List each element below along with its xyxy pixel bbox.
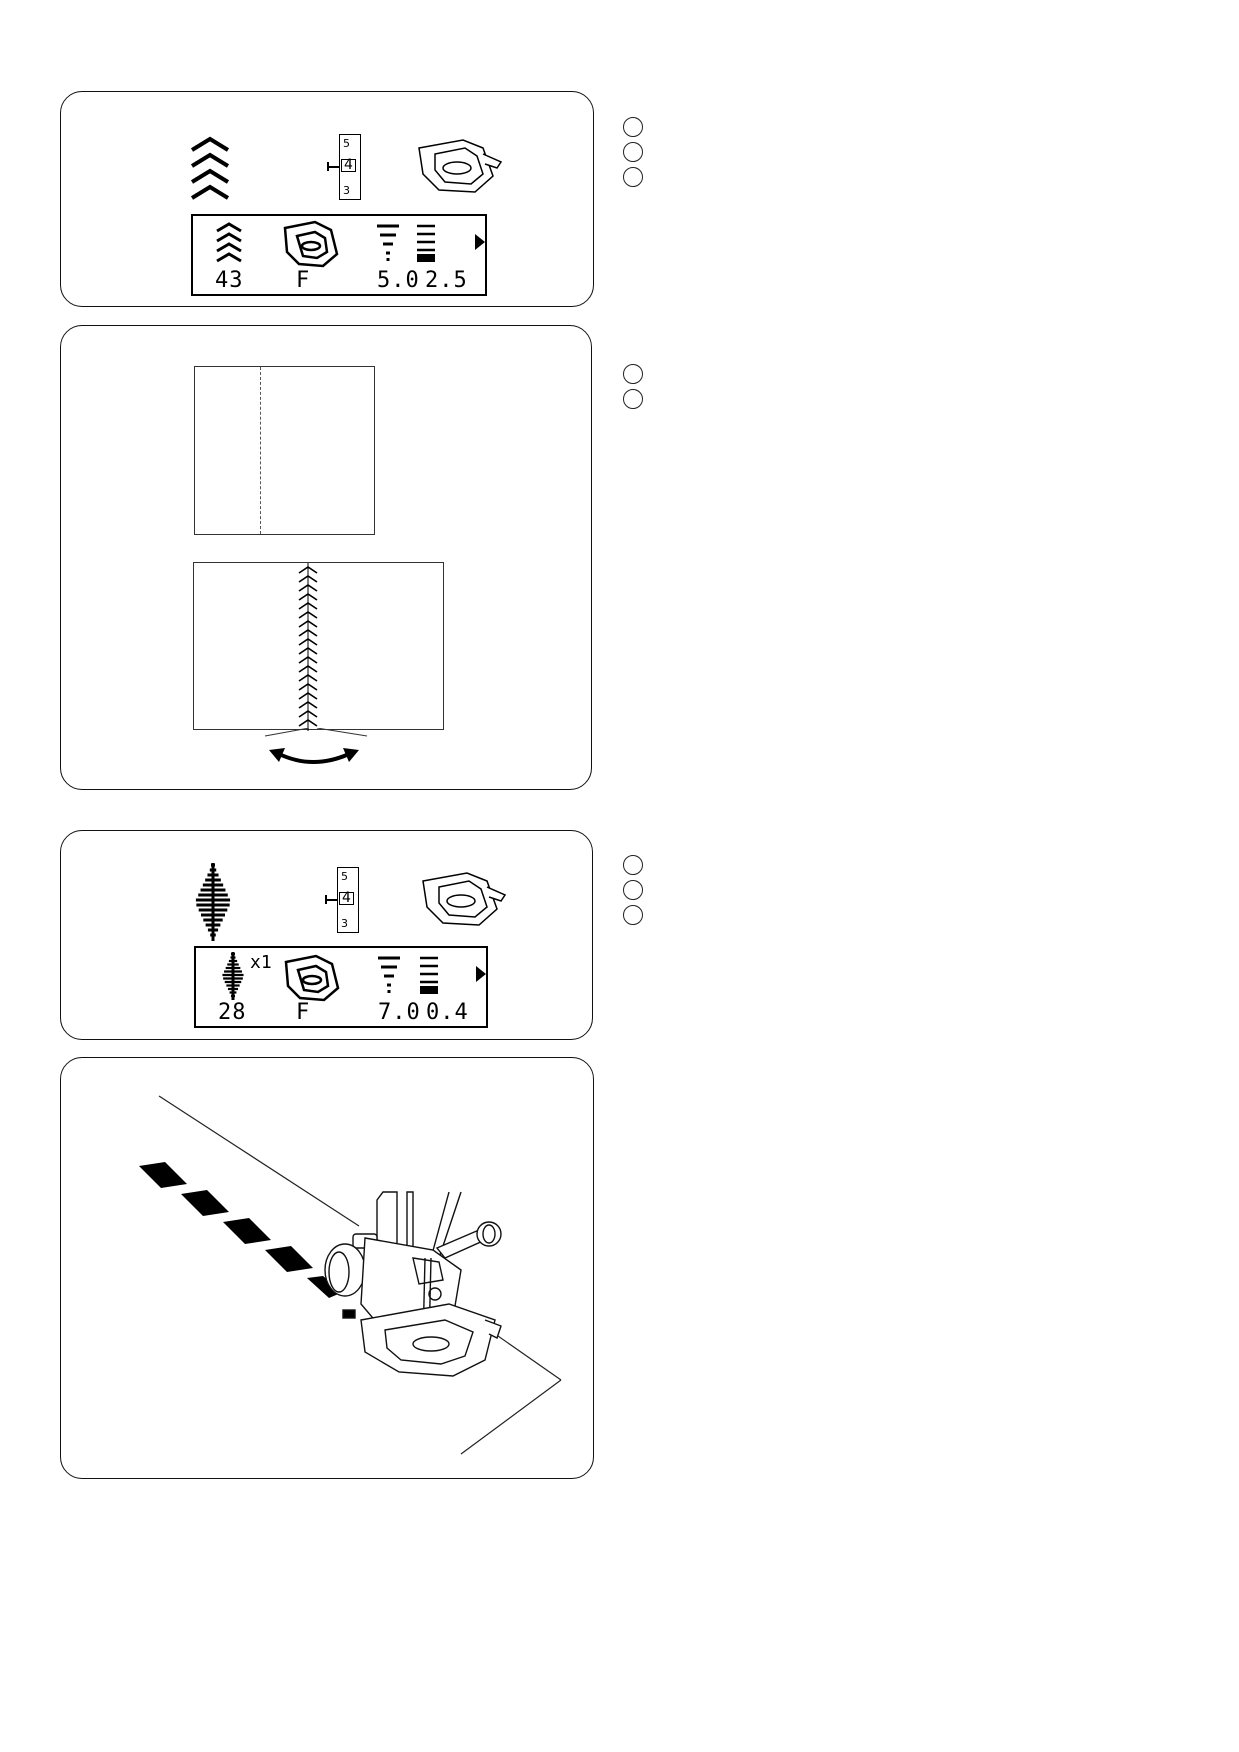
reference-marker [623,167,643,187]
foot-letter: F [296,1000,311,1025]
reference-marker [623,905,643,925]
lcd-display: x1 [194,946,488,1028]
width-value: 5.0 [377,268,420,293]
dial-number-top: 5 [343,137,350,150]
sewing-foot-illustration [139,1095,562,1455]
reference-marker [623,855,643,875]
fabric-piece-top [194,366,375,535]
reference-marker [623,389,643,409]
dial-number-bottom: 3 [341,917,348,930]
stitch-length-icon [420,956,438,994]
zigzag-stitch-lcd-icon [216,222,242,263]
stitch-width-icon [377,224,399,261]
stitch-length-icon [417,224,435,262]
zigzag-seam-icon [298,563,318,731]
length-value: 0.4 [426,1000,469,1025]
illustration-panel-seam [60,325,592,790]
reference-marker [623,142,643,162]
curved-double-arrow-icon [264,728,368,764]
settings-panel-satin: 5 4 3 x1 [60,830,593,1040]
foot-f-lcd-icon [284,954,340,1002]
dial-number-top: 5 [341,870,348,883]
tension-dial-icon: 5 4 3 [327,134,367,200]
reference-marker [623,364,643,384]
length-value: 2.5 [425,268,468,293]
dial-number-bottom: 3 [343,184,350,197]
width-value: 7.0 [378,1000,421,1025]
pattern-number: 28 [218,1000,247,1025]
three-step-zigzag-stitch-icon [190,136,230,200]
satin-foot-f-icon [422,872,507,926]
stitch-width-icon [378,956,400,993]
repeat-count: x1 [250,952,272,973]
dial-number-mid: 4 [339,891,354,905]
satin-foot-f-icon [418,139,503,193]
reference-marker [623,880,643,900]
settings-panel-zigzag: 5 4 3 [60,91,594,307]
reference-marker [623,117,643,137]
fabric-piece-joined [193,562,444,730]
foot-letter: F [296,268,311,293]
satin-stitch-lcd-icon [222,952,244,1000]
arrow-right-icon[interactable] [475,234,485,250]
arrow-right-icon[interactable] [476,966,486,982]
pattern-number: 43 [215,268,244,293]
illustration-panel-sewing [60,1057,594,1479]
tension-dial-icon: 5 4 3 [325,867,365,933]
satin-diamond-stitch-icon [195,863,231,941]
lcd-display: 43 F 5.0 2.5 [191,214,487,296]
foot-f-lcd-icon [283,220,339,268]
dial-number-mid: 4 [341,158,356,172]
